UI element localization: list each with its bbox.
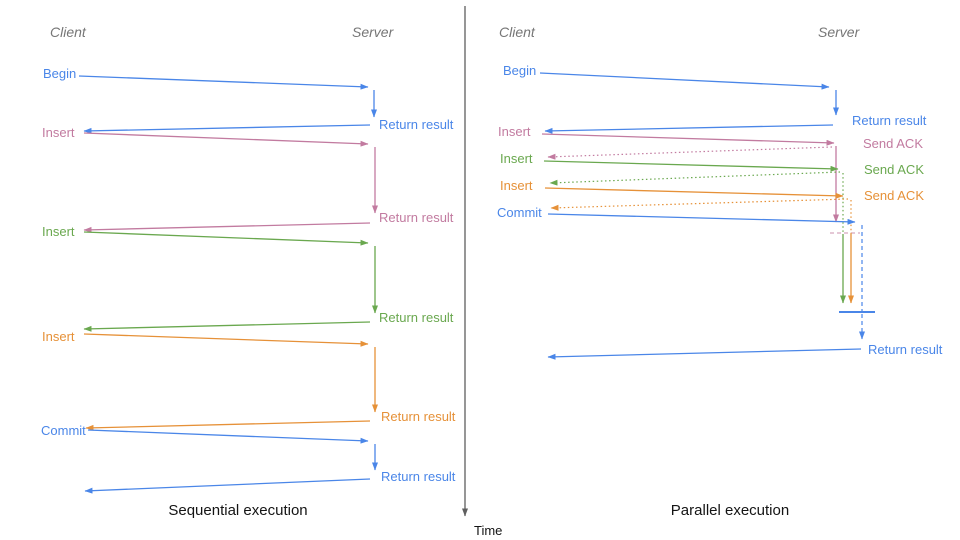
left-diagram-title: Sequential execution — [168, 502, 308, 519]
left-client-header: Client — [50, 24, 86, 40]
left-return-result-label-2: Return result — [379, 210, 454, 225]
right-begin-flow — [539, 72, 839, 134]
right-return-result-label-1: Return result — [852, 113, 927, 128]
right-insert2-flow — [543, 160, 846, 304]
right-insert1-label: Insert — [498, 124, 531, 139]
right-return-result-label-2: Return result — [868, 342, 943, 357]
right-insert3-flow — [544, 187, 854, 304]
right-send-ack-label-1: Send ACK — [863, 136, 923, 151]
right-server-header: Server — [818, 24, 860, 40]
right-insert3-label: Insert — [500, 178, 533, 193]
left-insert1-label: Insert — [42, 125, 75, 140]
left-return-result-label-1: Return result — [379, 117, 454, 132]
left-commit-flow — [84, 429, 378, 494]
right-client-header: Client — [499, 24, 535, 40]
right-commit-flow — [547, 213, 875, 360]
left-begin-flow — [78, 75, 377, 134]
left-commit-label: Commit — [41, 423, 86, 438]
right-diagram-title: Parallel execution — [670, 502, 790, 519]
right-send-ack-label-3: Send ACK — [864, 188, 924, 203]
right-begin-label: Begin — [503, 63, 537, 78]
right-insert1-flow — [541, 133, 860, 234]
right-commit-label: Commit — [497, 205, 542, 220]
left-insert1-flow — [83, 132, 378, 233]
left-insert3-label: Insert — [42, 329, 75, 344]
left-insert2-flow — [83, 231, 378, 332]
left-server-header: Server — [352, 24, 394, 40]
left-insert3-flow — [83, 333, 378, 431]
right-send-ack-label-2: Send ACK — [864, 162, 924, 177]
left-return-result-label-5: Return result — [381, 469, 456, 484]
left-begin-label: Begin — [43, 66, 77, 81]
right-insert2-label: Insert — [500, 151, 533, 166]
left-return-result-label-4: Return result — [381, 409, 456, 424]
time-axis-label: Time — [474, 523, 503, 538]
left-insert2-label: Insert — [42, 224, 75, 239]
left-return-result-label-3: Return result — [379, 310, 454, 325]
